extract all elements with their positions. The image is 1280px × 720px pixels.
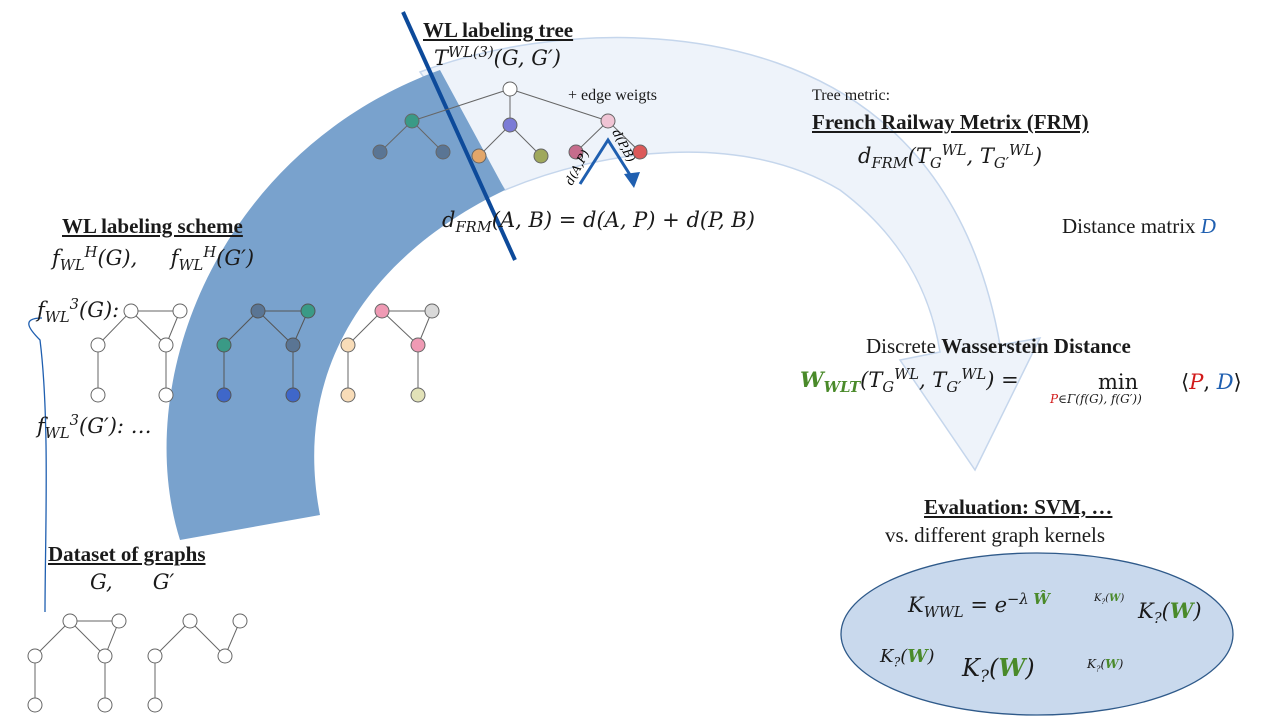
kernel-large-2: K?(W) [962, 653, 1035, 686]
wasserstein-min: min [1098, 370, 1139, 394]
tree-node-leaf-3 [471, 148, 487, 164]
dataset-graph-g [27, 613, 127, 713]
wl-graph-1 [90, 303, 188, 403]
kernel-mid-1: K?(W) [880, 646, 935, 670]
f3-g-label: fWL3(G): [37, 296, 120, 327]
wasserstein-formula: WWLT(TGWL, TG′WL) = [800, 366, 1019, 397]
dark-arc-band [166, 70, 505, 540]
dataset-graph-labels: G, G′ [90, 570, 175, 594]
tree-node-l1-b [502, 117, 518, 133]
tree-metric-caption: Tree metric: [812, 87, 891, 104]
dfrm-formula: dFRM(A, B) = d(A, P) + d(P, B) [442, 208, 755, 237]
wl-scheme-functions: fWLH(G), fWLH(G′) [52, 244, 255, 275]
tree-node-root [502, 81, 518, 97]
edge-weights-note: + edge weigts [568, 87, 657, 104]
tree-node-leaf-4 [533, 148, 549, 164]
f3-gprime-label: fWL3(G′): … [37, 412, 152, 443]
frm-arrowhead [624, 172, 640, 188]
tree-node-leaf-2 [435, 144, 451, 160]
frm-title: French Railway Metrix (FRM) [812, 110, 1089, 134]
tree-node-leaf-a [568, 144, 584, 160]
kernel-large-1: K?(W) [1138, 598, 1202, 628]
wl-graph-2 [216, 303, 316, 403]
wl-tree-title: WL labeling tree [423, 18, 574, 42]
frm-path-arrow [578, 137, 634, 185]
tree-node-l1-c [600, 113, 616, 129]
tree-node-leaf-1 [372, 144, 388, 160]
tree-node-leaf-b [632, 144, 648, 160]
wl-graph-3 [340, 303, 440, 403]
wl-labeling-tree [372, 81, 648, 164]
dataset-graph-gprime [147, 613, 248, 713]
dataset-title: Dataset of graphs [48, 542, 206, 566]
kernel-small-1: K?(W) [1094, 593, 1125, 606]
kernel-ellipse [840, 552, 1234, 716]
bracket-curve [28, 317, 47, 613]
evaluation-subtitle: vs. different graph kernels [885, 523, 1106, 547]
separator-slash [401, 11, 517, 261]
tree-node-l1-a [404, 113, 420, 129]
wasserstein-inner: ⟨P, D⟩ [1181, 370, 1242, 394]
kernel-small-2: K?(W) [1087, 657, 1124, 674]
kernel-main: KWWL = e−λ Ŵ [908, 591, 1050, 622]
wl-tree-formula: TWL(3)(G, G′) [434, 44, 561, 70]
frm-formula: dFRM(TGWL, TG′WL) [858, 142, 1043, 173]
wl-scheme-title: WL labeling scheme [62, 214, 243, 238]
distance-matrix-label: Distance matrix D [1062, 214, 1216, 238]
wasserstein-constraint: P∈Γ(f(G), f(G′)) [1050, 392, 1142, 406]
evaluation-title: Evaluation: SVM, … [924, 495, 1113, 519]
wasserstein-title: Discrete Wasserstein Distance [866, 334, 1131, 358]
